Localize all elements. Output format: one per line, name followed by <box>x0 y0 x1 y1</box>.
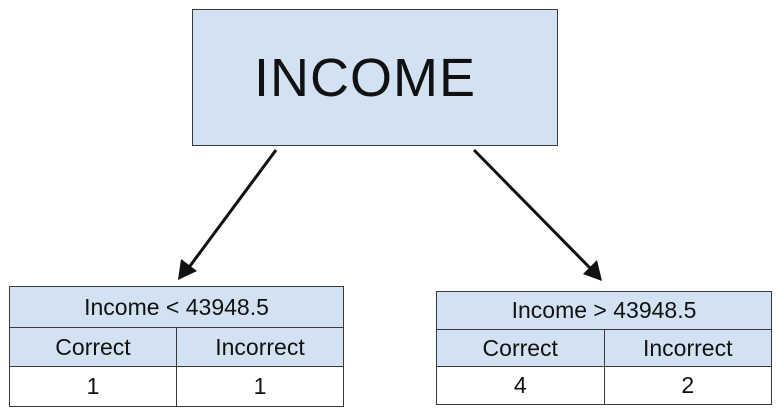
value-correct: 1 <box>9 366 177 407</box>
root-node-income: INCOME <box>192 9 558 146</box>
leaf-values-row: 4 2 <box>436 366 772 405</box>
leaf-node-income-above: Income > 43948.5 Correct Incorrect 4 2 <box>436 291 772 405</box>
value-incorrect: 1 <box>176 366 344 407</box>
root-node-label: INCOME <box>254 47 476 108</box>
column-header-incorrect: Incorrect <box>176 327 344 367</box>
leaf-values-row: 1 1 <box>9 366 344 407</box>
value-correct: 4 <box>436 366 605 405</box>
column-header-incorrect: Incorrect <box>603 329 772 367</box>
leaf-header-row: Correct Incorrect <box>436 329 772 367</box>
column-header-correct: Correct <box>436 329 605 367</box>
leaf-node-income-below: Income < 43948.5 Correct Incorrect 1 1 <box>9 286 344 407</box>
arrow-left <box>178 149 278 280</box>
leaf-header-row: Correct Incorrect <box>9 327 344 367</box>
leaf-condition: Income < 43948.5 <box>9 286 344 328</box>
value-incorrect: 2 <box>603 366 772 405</box>
column-header-correct: Correct <box>9 327 177 367</box>
leaf-condition-row: Income > 43948.5 <box>436 291 772 330</box>
leaf-condition: Income > 43948.5 <box>436 291 772 330</box>
arrow-right <box>472 148 602 281</box>
leaf-condition-row: Income < 43948.5 <box>9 286 344 328</box>
